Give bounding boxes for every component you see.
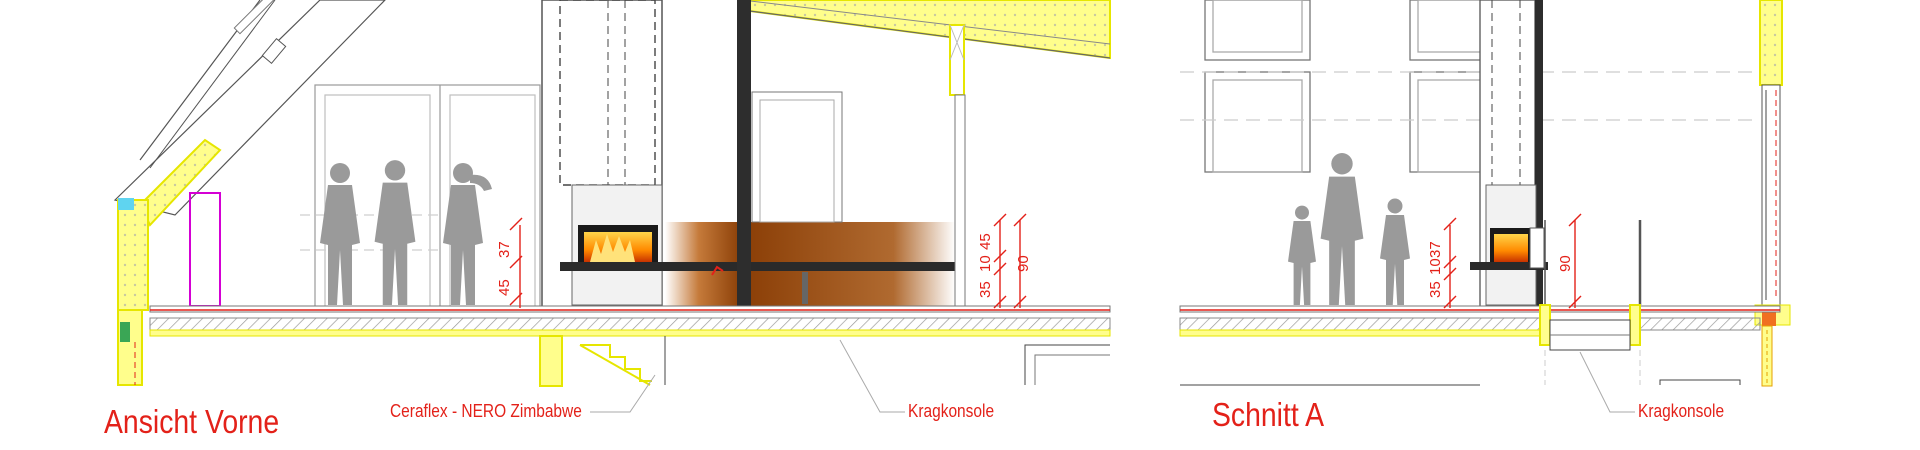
dim-front-35: 35 (977, 281, 994, 298)
interior-door (751, 91, 843, 223)
dim-front-45b: 45 (977, 233, 994, 250)
outer-wall (117, 198, 149, 386)
section-chimney (1470, 0, 1548, 309)
flue-pipe (737, 0, 751, 308)
section-railing (1544, 220, 1642, 305)
dimensions-front: 37 45 45 10 35 90 (496, 213, 1032, 309)
hearth-bench (560, 222, 955, 308)
dim-section-35: 35 (1427, 281, 1444, 298)
label-kragkonsole-section: Kragkonsole (1638, 401, 1725, 421)
dim-front-45a: 45 (496, 279, 513, 296)
figures-group-front (320, 160, 492, 305)
support-post (954, 94, 966, 309)
dim-front-10: 10 (977, 255, 994, 272)
label-kragkonsole-front: Kragkonsole (908, 401, 995, 421)
roof-right (741, 0, 1111, 96)
dim-section-90: 90 (1557, 255, 1574, 272)
leader-line-section (1579, 351, 1635, 413)
leader-lines-front (590, 339, 905, 413)
view-front: 37 45 45 10 35 90 (113, 0, 1111, 413)
floor-slab-front (149, 305, 1111, 387)
title-schnitt-a: Schnitt A (1212, 396, 1325, 433)
section-windows (1180, 0, 1760, 173)
dim-section-37: 37 (1427, 241, 1444, 258)
title-ansicht-vorne: Ansicht Vorne (104, 403, 280, 440)
view-section: 37 10 35 90 (1179, 0, 1791, 413)
dim-front-90: 90 (1015, 255, 1032, 272)
dimensions-section: 37 10 35 90 (1427, 213, 1582, 309)
dim-section-10: 10 (1427, 258, 1444, 275)
panel-magenta (189, 192, 221, 307)
label-ceraflex: Ceraflex - NERO Zimbabwe (390, 401, 582, 421)
section-outer-wall (1754, 0, 1791, 387)
cantilever-console (711, 265, 808, 304)
roof-left (113, 0, 386, 227)
floor-slab-section (1179, 304, 1781, 386)
dim-front-37: 37 (496, 241, 513, 258)
figures-group-section (1288, 153, 1410, 305)
fireplace-firebox (578, 225, 658, 267)
